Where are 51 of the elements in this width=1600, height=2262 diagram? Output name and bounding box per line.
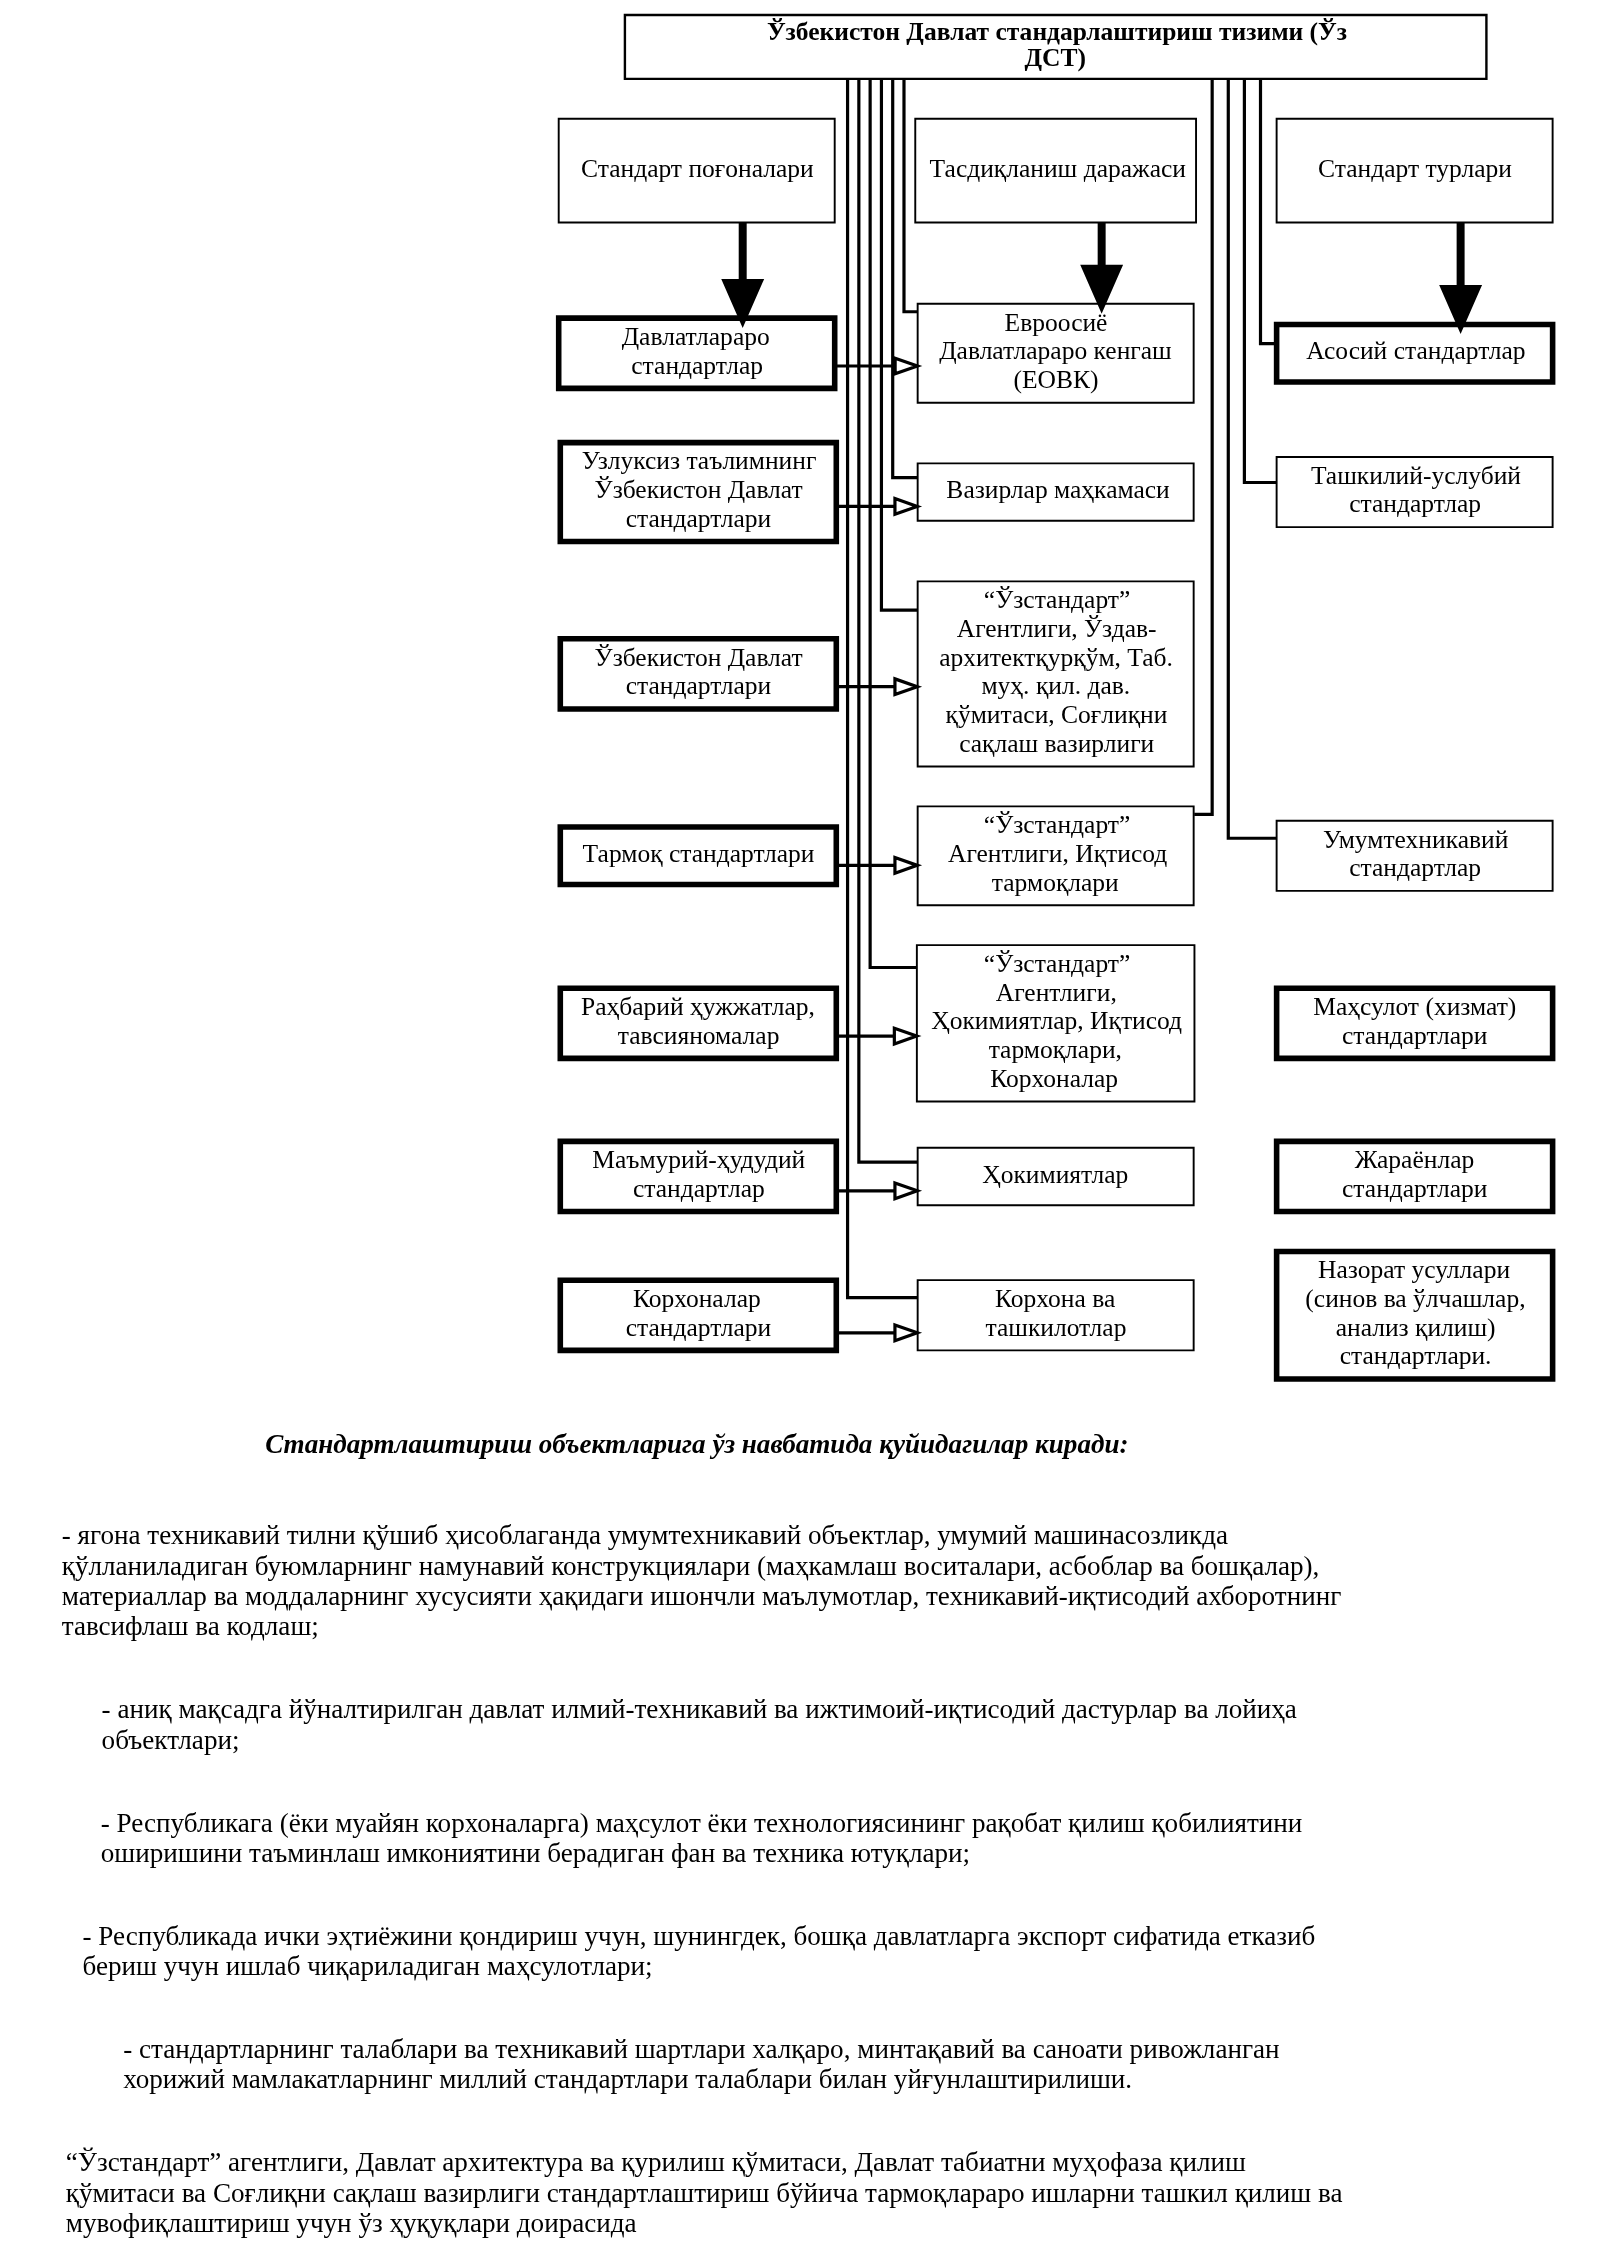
node-box: Раҳбарий ҳужжатлар, тавсияномалар [557, 985, 840, 1062]
node-box: Ўзбекистон Давлат стандарлаштириш тизими (Ўз ДСТ) [623, 13, 1488, 81]
arrow [1439, 222, 1483, 334]
node-box: Корхоналар стандартлари [557, 1277, 840, 1354]
label: - аниқ мақсадга йўналтирилган давлат илмий-техникавий ва ижтимоий-иқтисодий дастурлар ва лойиҳа объектлари; [101, 1694, 1297, 1755]
connector [845, 79, 918, 1300]
node-box: Ташкилий-услубий стандартлар [1275, 456, 1554, 529]
arrow [721, 222, 765, 328]
arrow [836, 855, 923, 876]
connector [1258, 79, 1277, 346]
node-box: Ҳокимиятлар [916, 1146, 1195, 1207]
arrow [836, 1026, 922, 1047]
connector [857, 79, 918, 1164]
node-box: Тармоқ стандартлари [557, 824, 840, 888]
label: - Республикага (ёки муайян корхоналарга) маҳсулот ёки технологиясининг рақобат қилиш қобилиятини оширишини таъминлаш имкониятини берадиган фан ва техника ютуқлари; [100, 1807, 1303, 1868]
node-box: Жараёнлар стандартлари [1273, 1138, 1556, 1215]
label: Стандартлаштириш объектларига ўз навбатида қуйидагилар киради: [265, 1428, 1129, 1459]
node-box: Маъмурий-ҳудудий стандартлар [557, 1138, 840, 1215]
connector [902, 78, 918, 314]
node-box: “Ўзстандарт” Агентлиги, Иқтисод тармоқлари [916, 805, 1195, 907]
node-box: Евроосиё Давлатлараро кенгаш (ЕОВК) [916, 302, 1195, 404]
arrow [1080, 222, 1124, 314]
node-box: Давлатлараро стандартлар [555, 315, 838, 392]
node-box: Назорат усуллари (синов ва ўлчашлар, анализ қилиш) стандартлари. [1273, 1248, 1556, 1382]
arrow [836, 676, 923, 697]
label: - Республикада ички эҳтиёжини қондириш учун, шунингдек, бошқа давлатларга экспорт сифатида етказиб бериш учун ишлаб чиқариладиган маҳсулотлари; [82, 1920, 1316, 1982]
connector [1194, 78, 1214, 816]
connector [1226, 78, 1277, 840]
node-box: Умумтехникавий стандартлар [1275, 819, 1554, 892]
label: “Ўзстандарт” агентлиги, Давлат архитектура ва қурилиш қўмитаси, Давлат табиатни муҳофаза қилиш қўмитаси ва Соғлиқни сақлаш вазирлиги стандартлаштириш бўйича тармоқлараро ишларни ташкил қилиш ва мувофиқлаштириш учун ўз ҳуқуқлари доирасида [65, 2147, 1343, 2238]
node-box: “Ўзстандарт” Агентлиги, Ўздав-архитектқурқўм, Таб. муҳ. қил. дав. қўмитаси, Соғлиқни сақлаш вазирлиги [916, 580, 1195, 768]
node-box: Узлуксиз таълимнинг Ўзбекистон Давлат стандартлари [557, 439, 840, 545]
node-box: Корхона ва ташкилотлар [916, 1279, 1195, 1352]
arrow [834, 355, 923, 377]
arrow [836, 1180, 923, 1201]
connector [868, 79, 917, 970]
label: - стандартларнинг талаблари ва техникавий шартлари халқаро, минтақавий ва саноати ривожланган хорижий мамлакатларнинг миллий стандартлари талаблари билан уйғунлаштирилиши. [123, 2034, 1280, 2095]
arrow [836, 496, 923, 517]
node-box: Ўзбекистон Давлат стандартлари [557, 636, 840, 712]
node-box: Маҳсулот (хизмат) стандартлари [1273, 985, 1556, 1062]
arrow [836, 1322, 923, 1343]
node-box: Тасдиқланиш даражаси [914, 117, 1197, 224]
connector [891, 79, 918, 480]
node-box: Стандарт поғоналари [557, 117, 836, 224]
node-box: Стандарт турлари [1275, 117, 1554, 224]
connector [1242, 78, 1277, 485]
label: - ягона техникавий тилни қўшиб ҳисоблаганда умумтехникавий объектлар, умумий машинасозликда қўлланиладиган буюмларнинг намунавий конструкциялари (маҳкамлаш воситалари, асбоблар ва бошқалар), материаллар ва моддаларнинг хусусияти ҳақидаги ишончли маълумотлар, техникавий-иқтисодий ахборотнинг тавсифлаш ва кодлаш; [61, 1520, 1342, 1642]
node-box: Вазирлар маҳкамаси [916, 462, 1195, 522]
connector [879, 79, 918, 612]
node-box: “Ўзстандарт” Агентлиги, Ҳокимиятлар, Иқтисод тармоқлари, Корхоналар [915, 944, 1196, 1103]
node-box: Асосий стандартлар [1273, 321, 1556, 385]
